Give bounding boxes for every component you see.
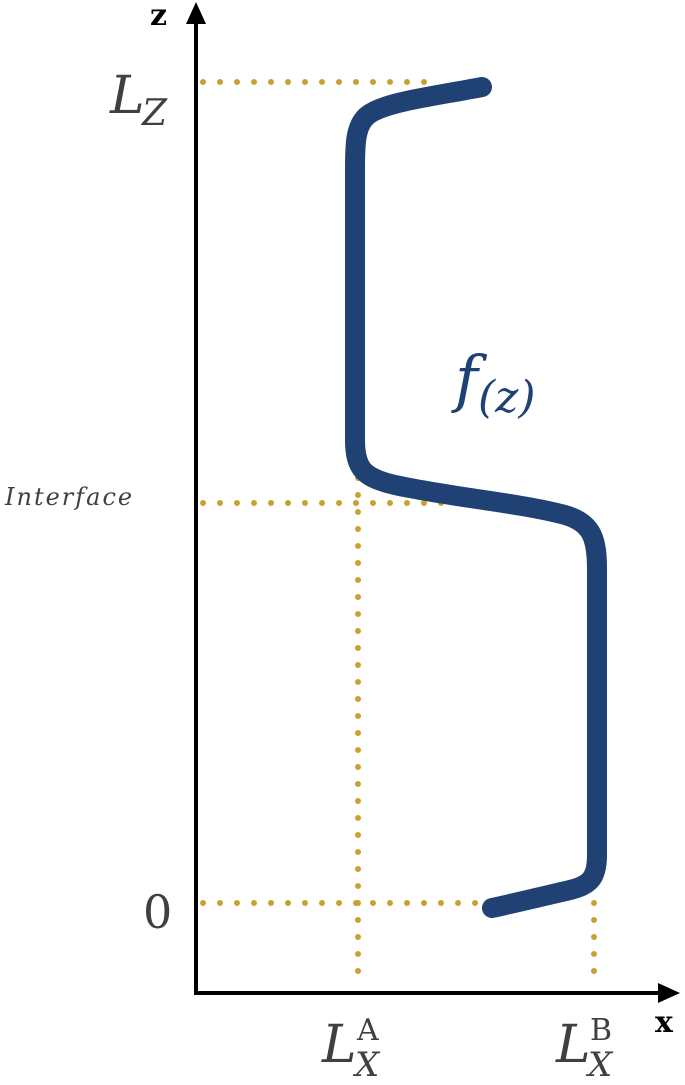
lxb-superscript: B	[590, 1013, 612, 1048]
x-axis-arrowhead	[658, 983, 680, 1003]
z-axis-arrowhead	[186, 2, 206, 24]
lz-tick-label: L Z	[109, 66, 168, 134]
lxb-tick-label: L B X	[555, 1013, 614, 1085]
lxb-base: L	[555, 1015, 591, 1075]
guide-lines	[200, 79, 597, 988]
z-axis-label: z	[150, 0, 167, 33]
profile-curve	[345, 77, 607, 918]
lxa-tick-label: L A X	[321, 1013, 381, 1085]
lxa-superscript: A	[356, 1013, 379, 1048]
interface-tick-label: Interface	[4, 483, 134, 511]
lxa-base: L	[321, 1015, 357, 1075]
lz-subscript: Z	[141, 93, 168, 134]
lz-base: L	[109, 66, 145, 126]
lxb-subscript: X	[585, 1045, 614, 1085]
lxa-subscript: X	[352, 1045, 381, 1085]
curve-label: f (z)	[451, 342, 536, 423]
x-axis-label: x	[655, 1005, 674, 1040]
curve-label-subscript: (z)	[478, 372, 536, 423]
zero-tick-label: 0	[143, 885, 172, 939]
axes	[186, 2, 680, 1003]
